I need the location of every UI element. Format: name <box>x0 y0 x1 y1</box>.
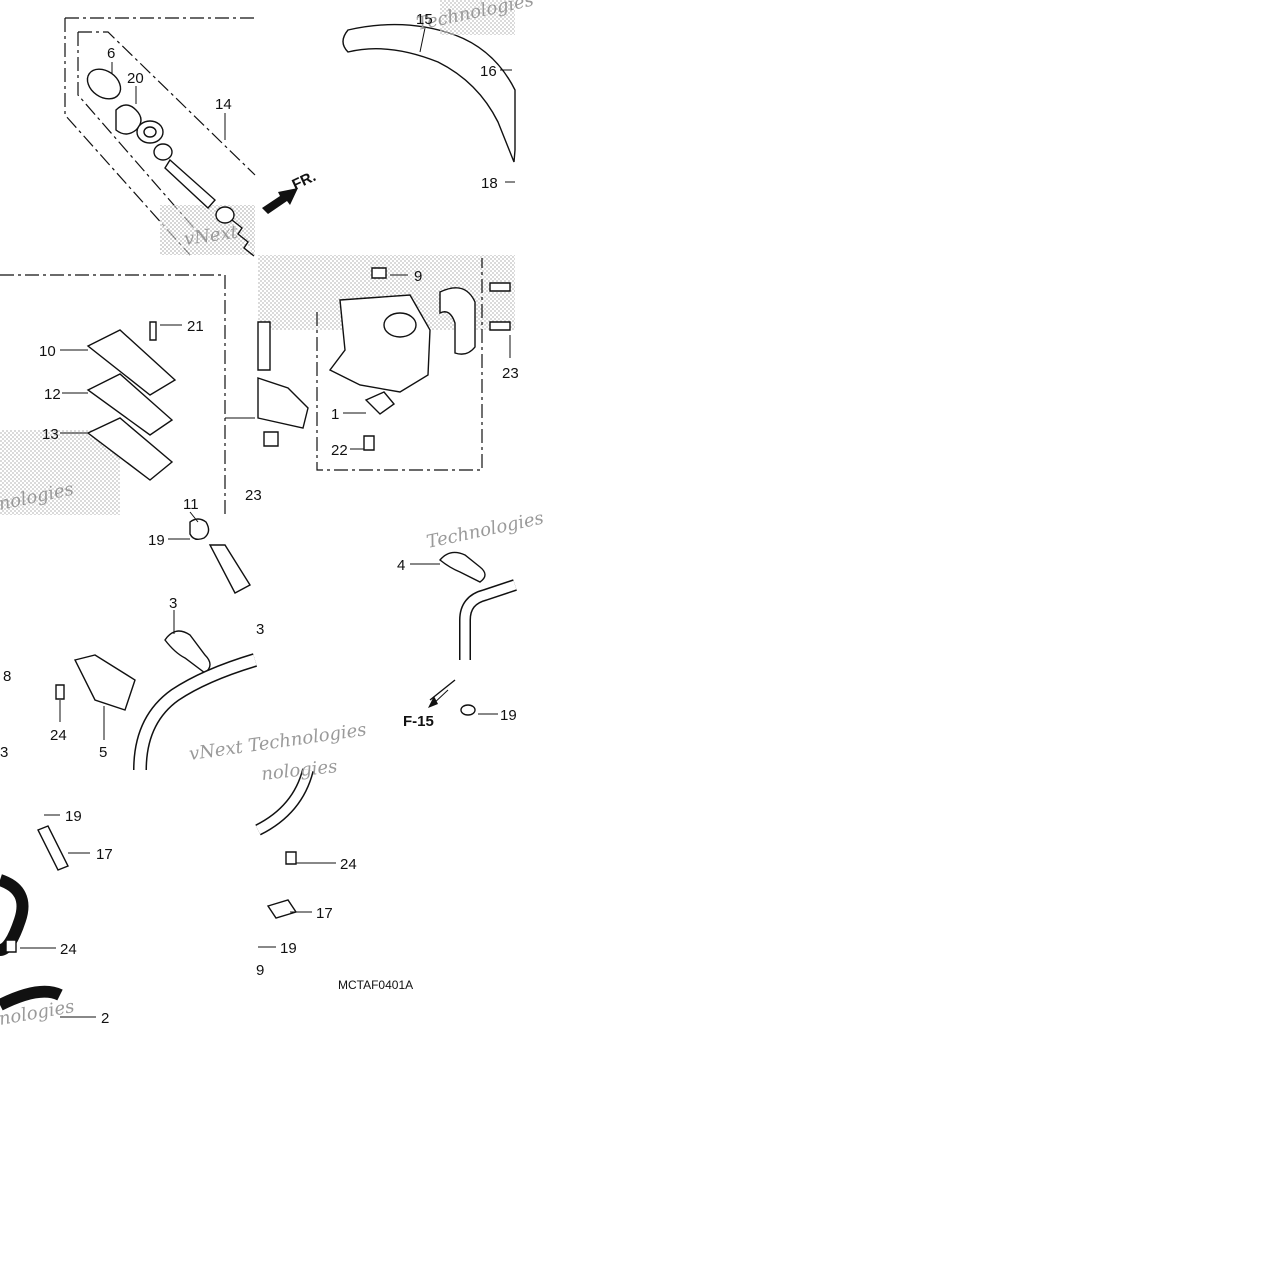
boot-cap <box>86 68 122 100</box>
callout: 24 <box>50 727 67 744</box>
callout: 3 <box>169 595 177 612</box>
circlip <box>115 104 142 135</box>
tile-bottom <box>0 768 314 1011</box>
screw-22 <box>363 435 375 451</box>
switch-1 <box>364 391 396 415</box>
arrow-icon <box>262 188 298 214</box>
callout: 4 <box>397 557 405 574</box>
master-cylinder-body <box>328 294 431 393</box>
callout: 16 <box>480 63 497 80</box>
callout: 12 <box>44 386 61 403</box>
brake-lever <box>342 23 516 163</box>
svg-text:nologies: nologies <box>260 756 338 785</box>
callout: 23 <box>502 365 519 382</box>
callout: 24 <box>340 856 357 873</box>
clamp-3 <box>164 630 211 674</box>
banjo-bolt <box>208 544 251 594</box>
washer-19 <box>460 704 476 716</box>
lever-bracket <box>257 377 309 429</box>
callout: 3 <box>256 621 264 638</box>
tile-reservoir-cover <box>0 274 255 515</box>
callout: 10 <box>39 343 56 360</box>
callouts: 6 20 14 15 16 18 9 21 10 12 13 1 22 23 2… <box>0 11 519 1027</box>
svg-text:Technologies: Technologies <box>425 508 546 553</box>
callout: 1 <box>331 406 339 423</box>
callout: 3 <box>0 744 8 761</box>
callout: 21 <box>187 318 204 335</box>
bolt <box>489 282 511 292</box>
bolt-24c <box>5 939 17 953</box>
direction-label: FR. <box>290 168 319 194</box>
bolt-17 <box>37 825 69 871</box>
diaphragm-plate <box>86 373 174 436</box>
bolt-17b <box>266 899 298 919</box>
callout: 6 <box>107 45 115 62</box>
bolt-24 <box>55 684 65 700</box>
piston-rod <box>164 158 216 210</box>
callout: 17 <box>316 905 333 922</box>
screw-9 <box>371 267 387 279</box>
callout: 5 <box>99 744 107 761</box>
svg-text:vNext Technologies: vNext Technologies <box>188 719 368 765</box>
bolt <box>489 321 511 331</box>
callout: 24 <box>60 941 77 958</box>
callout: 19 <box>500 707 517 724</box>
bolt-24b <box>285 851 297 865</box>
section-reference: F-15 <box>403 689 449 730</box>
diaphragm <box>86 417 174 481</box>
tile-lever <box>342 0 516 163</box>
spring <box>231 219 255 257</box>
front-direction-arrow: FR. <box>262 168 319 214</box>
callout: 19 <box>65 808 82 825</box>
tile-hoses-right <box>429 551 517 716</box>
cup-seal <box>215 206 235 224</box>
callout: 11 <box>183 496 199 513</box>
seal <box>153 143 173 161</box>
callout: 14 <box>215 96 232 113</box>
callout: 17 <box>96 846 113 863</box>
callout: 18 <box>481 175 498 192</box>
callout: 23 <box>245 487 262 504</box>
tile-master-cylinder <box>257 255 515 471</box>
diagram-code: MCTAF0401A <box>338 978 413 992</box>
holder-clamp <box>439 287 476 355</box>
callout: 20 <box>127 70 144 87</box>
screw-21 <box>149 321 157 341</box>
leader-lines <box>20 27 515 1018</box>
section-ref-label: F-15 <box>403 713 434 730</box>
reservoir-cap <box>86 329 177 396</box>
pivot-bolt <box>257 321 271 371</box>
callout: 9 <box>256 962 264 979</box>
callout: 8 <box>3 668 11 685</box>
clamp-4 <box>439 551 486 583</box>
callout: 19 <box>280 940 297 957</box>
tile-hoses-middle <box>55 518 258 771</box>
bracket-5 <box>73 654 136 711</box>
callout: 13 <box>42 426 59 443</box>
callout: 15 <box>416 11 433 28</box>
callout: 2 <box>101 1010 109 1027</box>
washer-11 <box>189 518 210 541</box>
callout: 9 <box>414 268 422 285</box>
callout: 19 <box>148 532 165 549</box>
tile-top-left <box>64 17 256 257</box>
arrow-icon <box>428 696 438 708</box>
callout: 22 <box>331 442 348 459</box>
